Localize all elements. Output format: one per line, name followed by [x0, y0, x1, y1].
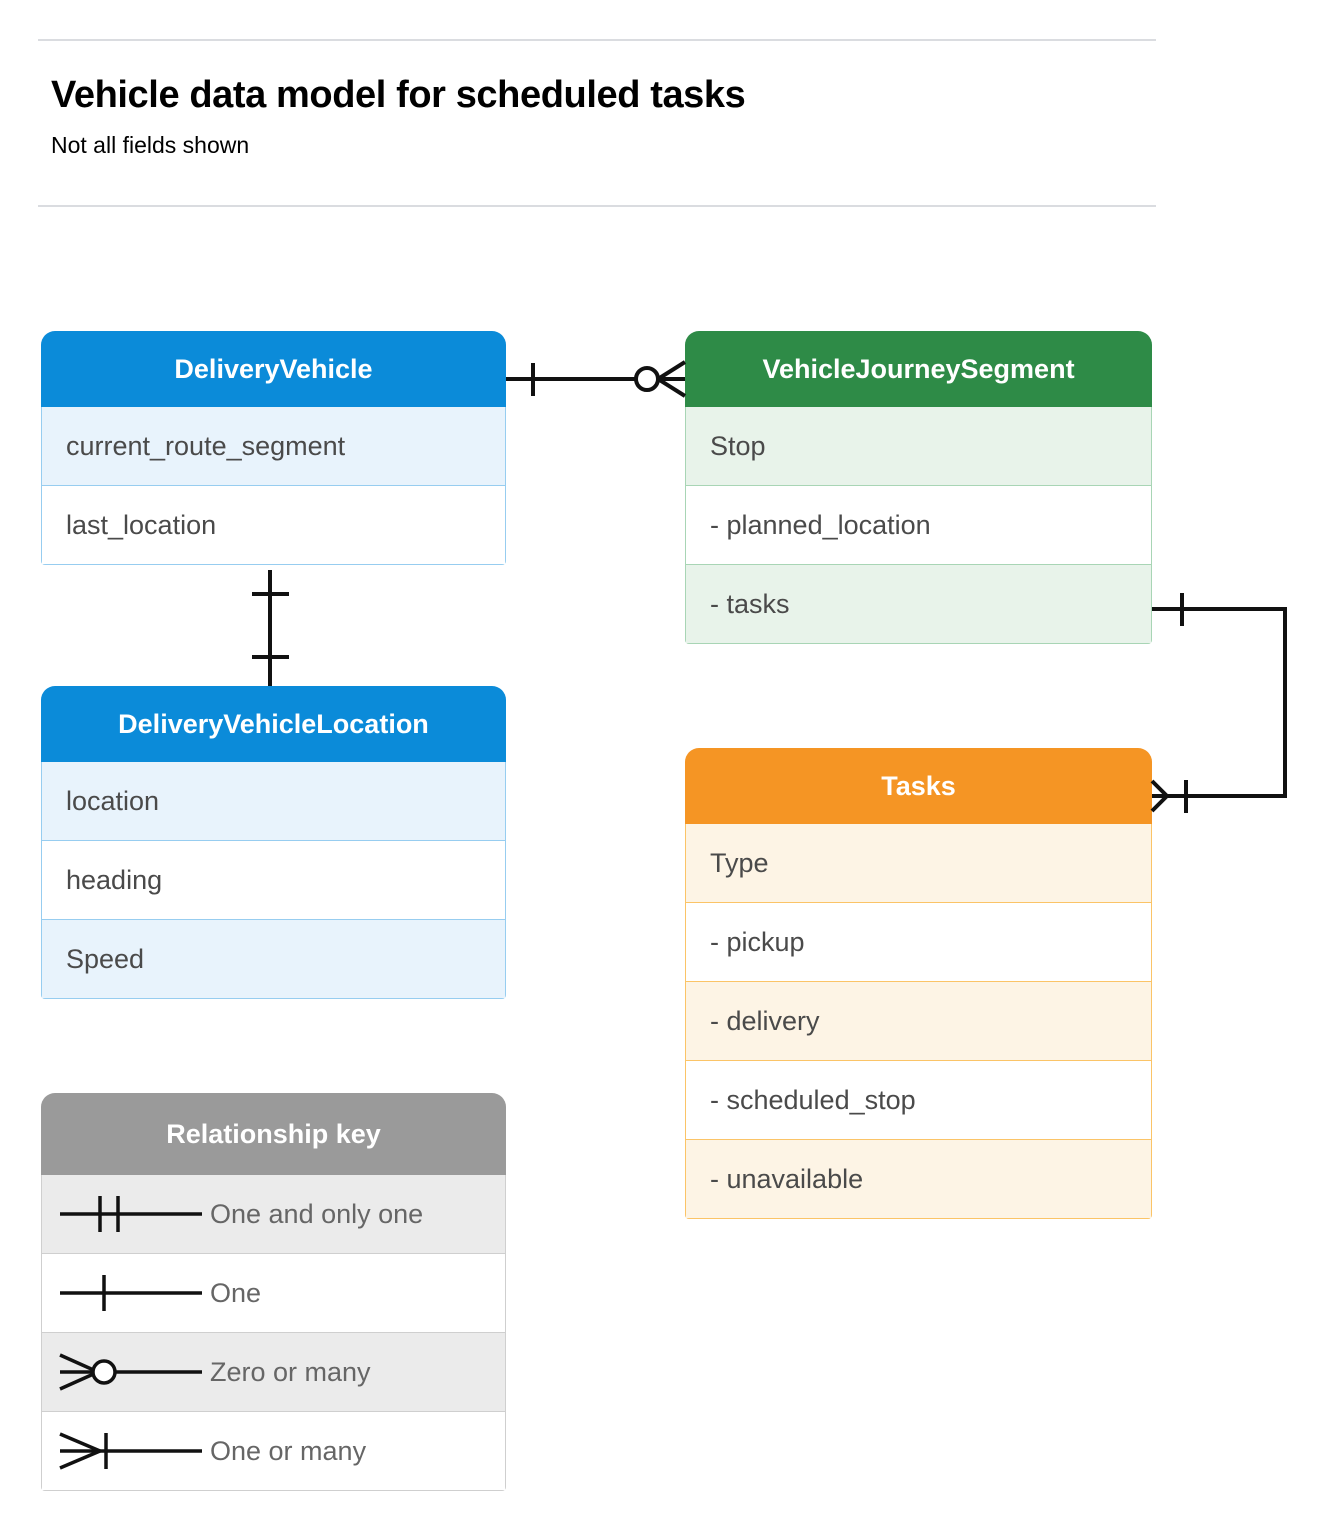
- entity-vehicle-journey-segment-field-tasks: - tasks: [685, 565, 1152, 644]
- entity-delivery-vehicle[interactable]: DeliveryVehicle current_route_segment la…: [41, 331, 506, 565]
- legend-row-one-or-many: One or many: [41, 1412, 506, 1491]
- one-icon: [60, 1275, 202, 1311]
- entity-tasks-field-scheduled-stop: - scheduled_stop: [685, 1061, 1152, 1140]
- relationship-key-title: Relationship key: [41, 1093, 506, 1175]
- entity-vehicle-journey-segment-field-planned-location: - planned_location: [685, 486, 1152, 565]
- one-and-only-one-icon: [60, 1196, 202, 1232]
- entity-vehicle-journey-segment-title: VehicleJourneySegment: [685, 331, 1152, 407]
- entity-tasks-field-pickup: - pickup: [685, 903, 1152, 982]
- entity-delivery-vehicle-location-field-location: location: [41, 762, 506, 841]
- entity-tasks[interactable]: Tasks Type - pickup - delivery - schedul…: [685, 748, 1152, 1219]
- legend-row-one-and-only-one: One and only one: [41, 1175, 506, 1254]
- one-or-many-icon: [59, 1432, 202, 1470]
- connector-vehicle-to-vehicle-location: [252, 570, 289, 686]
- entity-delivery-vehicle-field-current-route-segment: current_route_segment: [41, 407, 506, 486]
- entity-delivery-vehicle-location-title: DeliveryVehicleLocation: [41, 686, 506, 762]
- connector-journey-segment-tasks-to-tasks: [1150, 593, 1287, 813]
- entity-delivery-vehicle-field-last-location: last_location: [41, 486, 506, 565]
- entity-delivery-vehicle-location[interactable]: DeliveryVehicleLocation location heading…: [41, 686, 506, 999]
- entity-vehicle-journey-segment-field-stop: Stop: [685, 407, 1152, 486]
- legend-label-one-and-only-one: One and only one: [210, 1199, 424, 1229]
- entity-delivery-vehicle-title: DeliveryVehicle: [41, 331, 506, 407]
- entity-delivery-vehicle-location-field-speed: Speed: [41, 920, 506, 999]
- entity-tasks-field-delivery: - delivery: [685, 982, 1152, 1061]
- relationship-key-legend[interactable]: Relationship key One and only one One: [41, 1093, 506, 1491]
- entity-vehicle-journey-segment[interactable]: VehicleJourneySegment Stop - planned_loc…: [685, 331, 1152, 644]
- legend-row-zero-or-many: Zero or many: [41, 1333, 506, 1412]
- header-divider-bottom: [38, 205, 1156, 207]
- header-divider-top: [38, 39, 1156, 41]
- legend-label-one-or-many: One or many: [210, 1436, 367, 1466]
- legend-row-one: One: [41, 1254, 506, 1333]
- entity-tasks-field-unavailable: - unavailable: [685, 1140, 1152, 1219]
- page-title: Vehicle data model for scheduled tasks: [51, 74, 746, 116]
- entity-tasks-title: Tasks: [685, 748, 1152, 824]
- legend-label-zero-or-many: Zero or many: [210, 1357, 371, 1387]
- zero-or-many-icon: [59, 1353, 202, 1391]
- legend-label-one: One: [210, 1278, 262, 1308]
- connector-vehicle-to-journey-segment: [506, 360, 687, 398]
- entity-delivery-vehicle-location-field-heading: heading: [41, 841, 506, 920]
- entity-tasks-field-type: Type: [685, 824, 1152, 903]
- page-subtitle: Not all fields shown: [51, 132, 250, 158]
